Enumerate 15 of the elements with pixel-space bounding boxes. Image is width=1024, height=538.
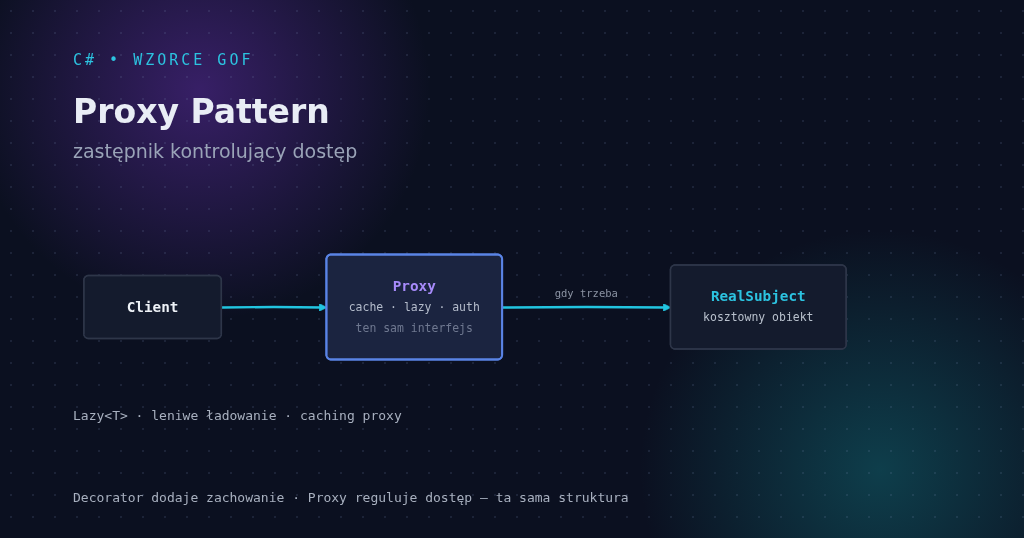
node-title: Proxy: [391, 276, 437, 297]
node-title: Client: [125, 297, 180, 318]
footnote: Lazy<T> · leniwe ładowanie · caching proxy: [73, 408, 402, 423]
tagline: C# • WZORCE GOF: [73, 51, 254, 69]
subtitle: zastępnik kontrolujący dostęp: [73, 140, 358, 162]
edge-label: gdy trzeba: [554, 286, 618, 303]
process-box: [325, 253, 504, 361]
title: Proxy Pattern: [73, 92, 330, 131]
footnote: Decorator dodaje zachowanie · Proxy reguluje dostęp — ta sama struktura: [73, 490, 629, 505]
process-box: [669, 264, 847, 350]
process-box: [83, 274, 223, 340]
node-title: RealSubject: [709, 286, 807, 307]
node-text: cache · lazy · auth: [348, 299, 480, 316]
node-text: ten sam interfejs: [355, 320, 473, 337]
node-text: kosztowny obiekt: [703, 309, 814, 327]
